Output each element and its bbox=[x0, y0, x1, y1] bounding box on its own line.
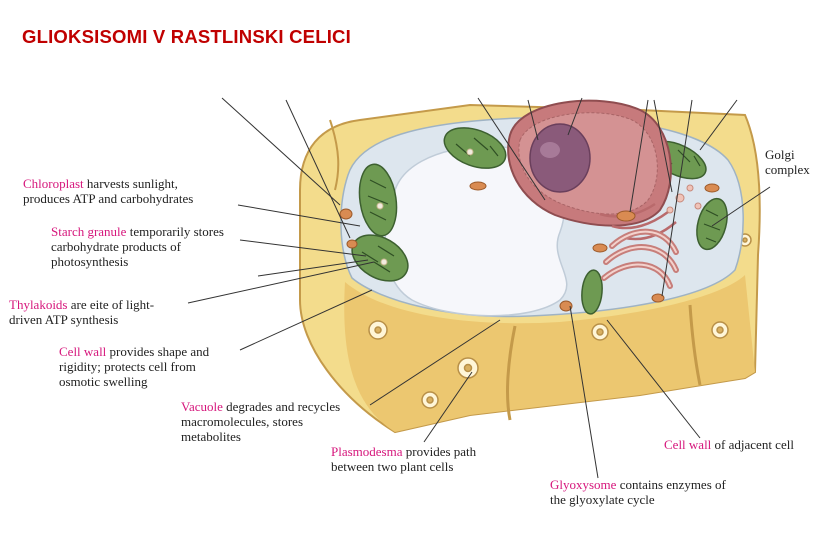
label-text: driven ATP synthesis bbox=[9, 312, 154, 327]
vacuole-label: Vacuole degrades and recycles macromolec… bbox=[181, 399, 340, 444]
label-text: macromolecules, stores bbox=[181, 414, 340, 429]
glyoxysome-label: Glyoxysome contains enzymes of the glyox… bbox=[550, 477, 726, 507]
label-term: Cell wall bbox=[664, 437, 711, 452]
label-term: Thylakoids bbox=[9, 297, 68, 312]
cell-wall-label: Cell wall provides shape and rigidity; p… bbox=[59, 344, 209, 389]
thylakoids-label: Thylakoids are eite of light- driven ATP… bbox=[9, 297, 154, 327]
label-text: harvests sunlight, bbox=[87, 176, 178, 191]
label-text: complex bbox=[765, 162, 810, 177]
label-term: Vacuole bbox=[181, 399, 223, 414]
label-text: metabolites bbox=[181, 429, 340, 444]
starch-granule-label: Starch granule temporarily stores carboh… bbox=[51, 224, 224, 269]
label-text: temporarily stores bbox=[130, 224, 224, 239]
label-term: Chloroplast bbox=[23, 176, 84, 191]
label-text: between two plant cells bbox=[331, 459, 476, 474]
golgi-complex-label: Golgi complex bbox=[765, 147, 810, 177]
label-text: produces ATP and carbohydrates bbox=[23, 191, 193, 206]
label-text: Golgi bbox=[765, 147, 810, 162]
plasmodesma-label: Plasmodesma provides path between two pl… bbox=[331, 444, 476, 474]
label-text: degrades and recycles bbox=[226, 399, 340, 414]
adjacent-cell-wall-label: Cell wall of adjacent cell bbox=[664, 437, 794, 452]
label-term: Glyoxysome bbox=[550, 477, 616, 492]
nucleolus bbox=[530, 124, 590, 192]
label-text: rigidity; protects cell from bbox=[59, 359, 209, 374]
label-term: Starch granule bbox=[51, 224, 126, 239]
label-term: Cell wall bbox=[59, 344, 106, 359]
label-text: carbohydrate products of bbox=[51, 239, 224, 254]
label-text: provides path bbox=[406, 444, 476, 459]
label-term: Plasmodesma bbox=[331, 444, 403, 459]
label-text: the glyoxylate cycle bbox=[550, 492, 726, 507]
label-text: provides shape and bbox=[110, 344, 210, 359]
label-text: of adjacent cell bbox=[715, 437, 794, 452]
label-text: contains enzymes of bbox=[620, 477, 726, 492]
page-title: GLIOKSISOMI V RASTLINSKI CELICI bbox=[22, 26, 351, 48]
label-text: are eite of light- bbox=[71, 297, 154, 312]
label-text: osmotic swelling bbox=[59, 374, 209, 389]
label-text: photosynthesis bbox=[51, 254, 224, 269]
chloroplast-label: Chloroplast harvests sunlight, produces … bbox=[23, 176, 193, 206]
